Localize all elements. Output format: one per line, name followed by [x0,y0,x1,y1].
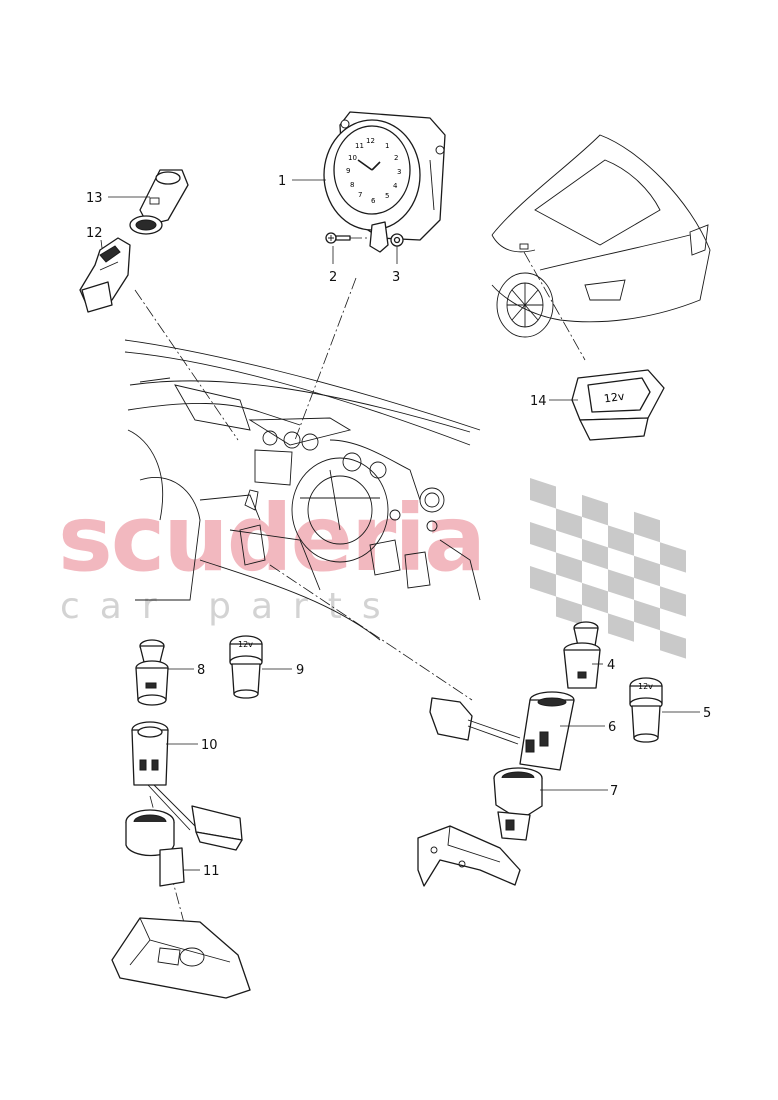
clock-numeral-6: 6 [371,197,376,205]
clock-numeral-3: 3 [397,168,401,176]
part-7-holder [493,767,543,841]
part-3-washer [390,233,404,247]
part-label-9: 9 [296,663,304,678]
part-10-socket-harness [131,721,243,851]
part-12-plug [79,237,131,313]
dashboard-overview [124,339,481,641]
watermark: scuderia car parts [58,478,686,659]
part-label-8: 8 [197,663,205,678]
part-label-7: 7 [610,784,618,799]
watermark-main-text: scuderia [58,485,484,592]
clock-numeral-7: 7 [358,191,362,199]
clock-numeral-12: 12 [366,137,375,145]
part-label-1: 1 [278,174,286,189]
console-bracket-right [417,825,521,887]
part-2-screw [325,232,370,244]
part-14-socket: 12v [571,369,665,441]
part-label-5: 5 [703,706,711,721]
clock-numeral-5: 5 [385,192,389,200]
part-label-6: 6 [608,720,616,735]
part-label-3: 3 [392,270,400,285]
clock-numeral-11: 11 [355,142,364,150]
socket-9-label: 12v [238,640,253,649]
part-9-cap: 12v [229,635,263,699]
part-1-clock: 12 1 2 3 4 5 6 7 8 9 10 11 [323,111,446,253]
part-4-lighter [563,621,601,689]
part-label-11: 11 [203,864,220,879]
part-number-labels: 1 2 3 4 5 6 7 8 9 10 11 12 13 14 [86,174,711,879]
clock-numeral-10: 10 [348,154,357,162]
checkered-flag [530,478,686,659]
clock-numeral-8: 8 [350,181,354,189]
part-5-cap: 12v [629,677,663,743]
console-tray-left [111,917,251,999]
clock-numeral-2: 2 [394,154,398,162]
part-label-13: 13 [86,191,103,206]
part-label-2: 2 [329,270,337,285]
part-label-4: 4 [607,658,615,673]
part-number-leaders [100,179,700,871]
socket-14-label: 12v [603,390,626,406]
part-13-connector [129,169,189,235]
part-11-holder [125,809,185,887]
clock-numeral-1: 1 [385,142,389,150]
part-label-10: 10 [201,738,218,753]
socket-5-label: 12v [638,682,653,691]
part-label-14: 14 [530,394,547,409]
part-label-12: 12 [86,226,103,241]
part-8-lighter [135,639,169,706]
watermark-sub-text: car parts [60,586,401,627]
clock-numeral-9: 9 [346,167,350,175]
part-6-socket-harness [429,691,575,771]
car-rear-view [491,134,711,338]
clock-numeral-4: 4 [393,182,398,190]
